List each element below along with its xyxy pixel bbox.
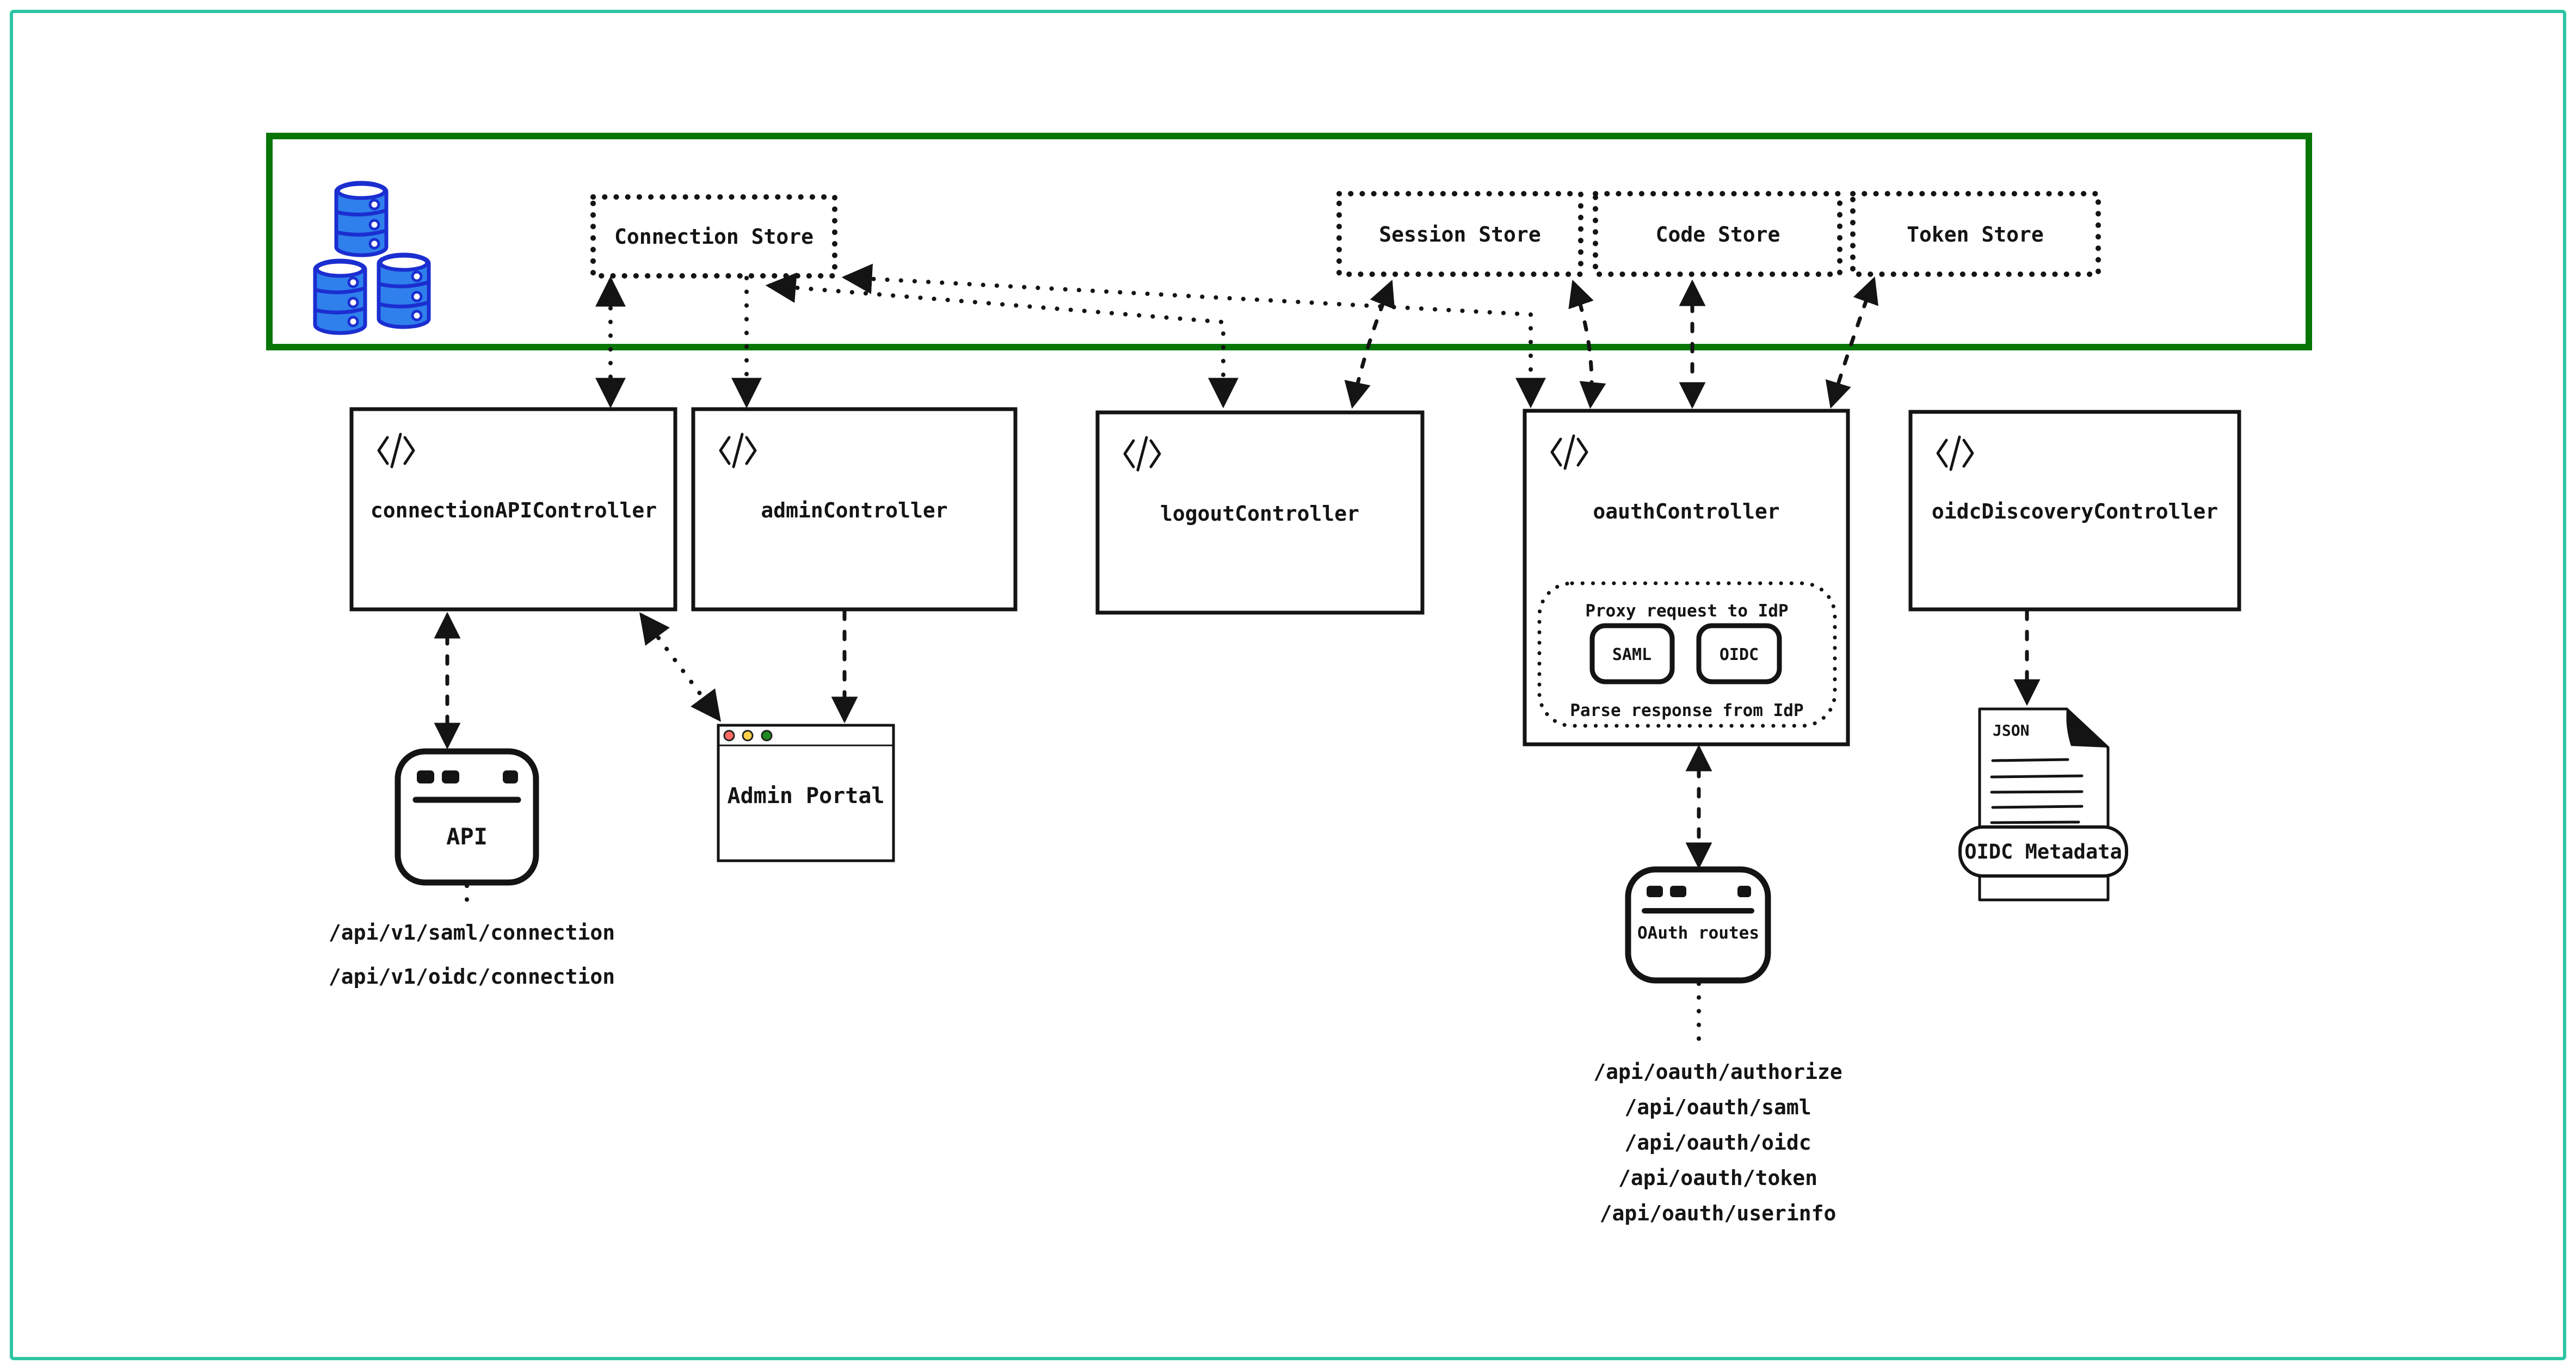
oidc-protocol-box bbox=[1696, 623, 1782, 684]
window-dot bbox=[1737, 886, 1751, 897]
controller-admin-box bbox=[691, 407, 1018, 612]
doc-text-line bbox=[1991, 758, 2069, 762]
api-path: /api/v1/saml/connection bbox=[329, 921, 615, 945]
oauth-routes-client: OAuth routes bbox=[1625, 866, 1771, 984]
window-dot bbox=[442, 770, 459, 783]
controller-oauth: oauthController Proxy request to IdP SAM… bbox=[1523, 409, 1850, 746]
doc-text-line bbox=[1990, 820, 2080, 824]
traffic-light-green-icon bbox=[761, 730, 773, 742]
database-icon bbox=[315, 183, 429, 333]
saml-protocol-box bbox=[1589, 623, 1675, 684]
window-dot bbox=[503, 770, 518, 783]
store-code-label: Code Store bbox=[1656, 223, 1780, 246]
oidc-metadata-doc: JSON OIDC Metadata bbox=[1958, 707, 2128, 902]
controller-oidc-discovery: oidcDiscoveryController bbox=[1908, 410, 2241, 612]
admin-portal-window: Admin Portal bbox=[717, 724, 895, 862]
arrow-connectionapicontroller-adminportal bbox=[639, 612, 722, 722]
controller-oidc-discovery-label: oidcDiscoveryController bbox=[1932, 499, 2218, 523]
store-token: Token Store bbox=[1850, 191, 2101, 277]
controller-logout-box bbox=[1095, 410, 1425, 615]
folded-corner-icon bbox=[2066, 709, 2108, 748]
api-client: API bbox=[395, 748, 539, 886]
store-token-box bbox=[1850, 191, 2101, 277]
api-window-icon bbox=[395, 748, 539, 886]
store-connection-label: Connection Store bbox=[614, 225, 814, 249]
oauth-path: /api/oauth/saml bbox=[1624, 1095, 1811, 1119]
doc-text-line bbox=[1990, 774, 2084, 779]
store-session-box bbox=[1336, 191, 1583, 277]
admin-portal-label: Admin Portal bbox=[728, 783, 885, 809]
saml-protocol-label: SAML bbox=[1612, 645, 1651, 664]
controller-logout-label: logoutController bbox=[1160, 502, 1359, 526]
store-connection: Connection Store bbox=[590, 194, 837, 279]
arrow-logoutcontroller-sessionstore bbox=[1344, 280, 1395, 409]
store-connection-box bbox=[590, 194, 837, 279]
window-dot bbox=[1670, 886, 1686, 897]
idp-parse-label: Parse response from IdP bbox=[1570, 701, 1803, 720]
api-path: /api/v1/oidc/connection bbox=[329, 965, 615, 989]
store-code-box bbox=[1593, 191, 1842, 277]
api-label: API bbox=[446, 823, 488, 850]
controller-logout: logoutController bbox=[1095, 410, 1425, 615]
oauth-routes-label: OAuth routes bbox=[1637, 923, 1759, 943]
controller-admin: adminController bbox=[691, 407, 1018, 612]
traffic-light-yellow-icon bbox=[742, 730, 754, 742]
window-dot bbox=[1647, 886, 1663, 897]
outer-frame bbox=[10, 10, 2566, 1360]
controller-connection-api-box bbox=[349, 407, 677, 612]
admin-portal-frame bbox=[717, 724, 895, 862]
oidc-protocol-label: OIDC bbox=[1720, 645, 1759, 664]
controller-oauth-label: oauthController bbox=[1593, 499, 1779, 523]
idp-proxy-label: Proxy request to IdP bbox=[1585, 601, 1788, 621]
oauth-routes-window-icon bbox=[1625, 866, 1771, 984]
store-token-label: Token Store bbox=[1907, 223, 2044, 246]
arrow-oauthcontroller-connectionstore bbox=[841, 263, 1546, 409]
oauth-path: /api/oauth/authorize bbox=[1593, 1060, 1842, 1084]
window-dot bbox=[417, 770, 434, 783]
arrow-oauthcontroller-tokenstore bbox=[1825, 276, 1878, 409]
metadata-banner bbox=[1958, 825, 2128, 878]
controller-connection-api-label: connectionAPIController bbox=[371, 498, 657, 522]
store-session-label: Session Store bbox=[1379, 223, 1540, 246]
oauth-path: /api/oauth/userinfo bbox=[1600, 1201, 1837, 1225]
json-format-label: JSON bbox=[1993, 721, 2029, 739]
oidc-metadata-label: OIDC Metadata bbox=[1964, 840, 2122, 863]
controller-admin-label: adminController bbox=[761, 498, 947, 522]
oauth-path: /api/oauth/token bbox=[1618, 1166, 1817, 1190]
store-code: Code Store bbox=[1593, 191, 1842, 277]
doc-text-line bbox=[1991, 805, 2084, 809]
store-session: Session Store bbox=[1336, 191, 1583, 277]
idp-proxy-box bbox=[1537, 581, 1837, 728]
oauth-path: /api/oauth/oidc bbox=[1624, 1131, 1811, 1155]
controller-connection-api: connectionAPIController bbox=[349, 407, 677, 612]
arrow-oauthcontroller-sessionstore bbox=[1568, 280, 1606, 409]
traffic-light-red-icon bbox=[723, 730, 735, 742]
